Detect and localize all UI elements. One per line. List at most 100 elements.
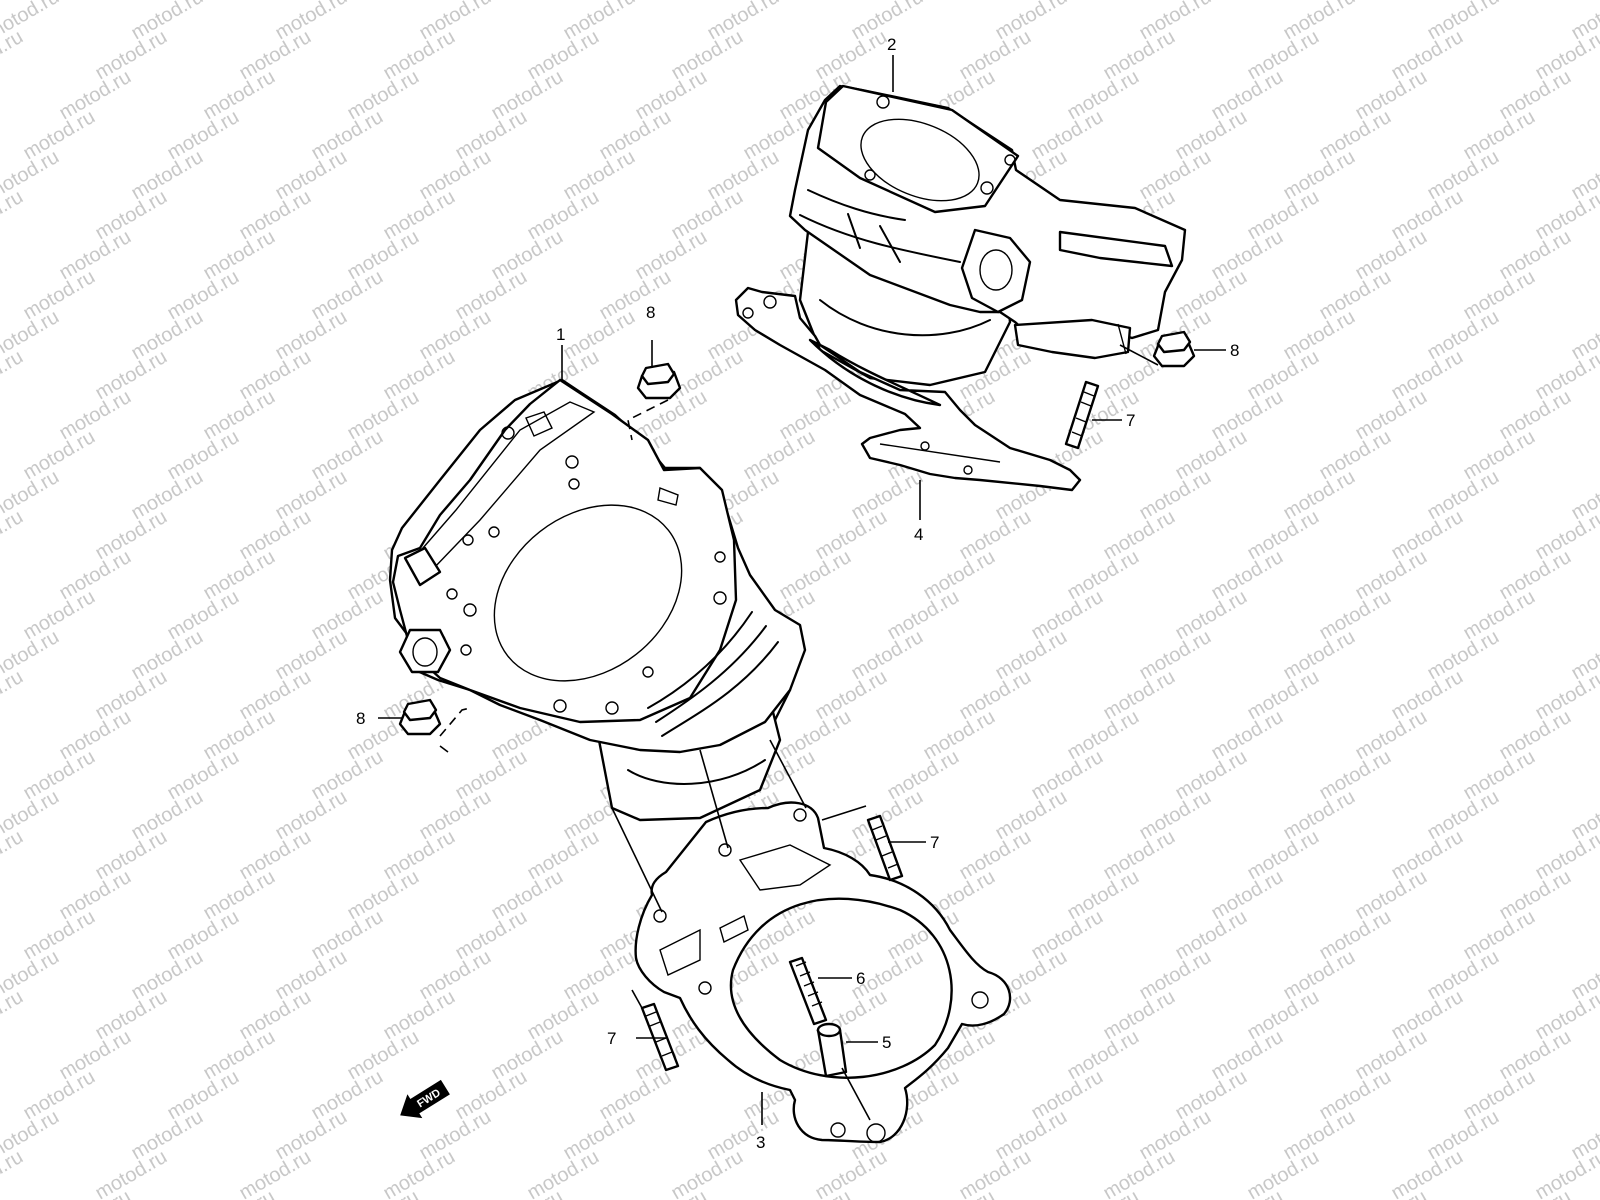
watermark-text: motod.ru [1424,146,1503,205]
stud-bolt-center [788,956,828,1026]
watermark-text: motod.ru [1064,1026,1143,1085]
watermark-text: motod.ru [1424,946,1503,1005]
watermark-text: motod.ru [1316,266,1395,325]
watermark-text: motod.ru [848,466,927,525]
assembly-lines [439,344,1159,1121]
watermark-text: motod.ru [1136,626,1215,685]
watermark-text: motod.ru [776,386,855,445]
watermark-text: motod.ru [1388,826,1467,885]
flange-nut-top [636,362,682,400]
watermark-text: motod.ru [1460,586,1539,645]
watermark-text: motod.ru [416,786,495,845]
stud-bolt-upper-right [1064,380,1100,450]
watermark-text: motod.ru [1496,706,1575,765]
watermark-text: motod.ru [1208,866,1287,925]
watermark-text: motod.ru [20,1066,99,1125]
watermark-text: motod.ru [416,1106,495,1165]
watermark-text: motod.ru [236,186,315,245]
callout-4: 4 [914,525,923,544]
front-cylinder [388,378,807,822]
watermark-text: motod.ru [236,666,315,725]
watermark-text: motod.ru [812,1146,891,1200]
callout-labels: 1 2 3 4 5 6 7 7 7 8 8 8 [356,35,1239,1152]
watermark-text: motod.ru [1172,906,1251,965]
watermark-text: motod.ru [1208,226,1287,285]
watermark-text: motod.ru [20,746,99,805]
callout-7-lower: 7 [607,1029,616,1048]
watermark-text: motod.ru [236,986,315,1045]
watermark-text: motod.ru [20,906,99,965]
watermark-text: motod.ru [272,946,351,1005]
watermark-text: motod.ru [380,1146,459,1200]
watermark-text: motod.ru [1028,906,1107,965]
callout-5: 5 [882,1033,891,1052]
callout-7-upper: 7 [1126,411,1135,430]
watermark-text: motod.ru [92,986,171,1045]
watermark-text: motod.ru [1460,266,1539,325]
watermark-text: motod.ru [92,186,171,245]
watermark-text: motod.ru [92,1146,171,1200]
watermark-text: motod.ru [236,346,315,405]
watermark-text: motod.ru [1136,1106,1215,1165]
watermark-text: motod.ru [344,66,423,125]
watermark-text: motod.ru [560,146,639,205]
watermark-text: motod.ru [380,346,459,405]
watermark-text: motod.ru [488,66,567,125]
watermark-text: motod.ru [920,706,999,765]
watermark-text: motod.ru [1208,66,1287,125]
watermark-text: motod.ru [308,1066,387,1125]
watermark-text: motod.ru [200,66,279,125]
watermark-text: motod.ru [1244,986,1323,1045]
callout-6: 6 [856,969,865,988]
watermark-text: motod.ru [1100,666,1179,725]
watermark-text: motod.ru [1496,226,1575,285]
watermark-text: motod.ru [1424,306,1503,365]
watermark-text: motod.ru [704,146,783,205]
watermark-text: motod.ru [380,26,459,85]
watermark-text: motod.ru [668,1146,747,1200]
watermark-text: motod.ru [668,186,747,245]
watermark-text: motod.ru [1244,26,1323,85]
callout-8-top: 8 [646,303,655,322]
watermark-text: motod.ru [812,26,891,85]
watermark-text: motod.ru [1244,1146,1323,1200]
watermark-text: motod.ru [20,426,99,485]
watermark-text: motod.ru [1172,426,1251,485]
watermark-text: motod.ru [1460,106,1539,165]
watermark-text: motod.ru [236,826,315,885]
rear-cylinder [788,84,1187,387]
watermark-text: motod.ru [380,826,459,885]
watermark-text: motod.ru [1352,546,1431,605]
watermark-text: motod.ru [1100,26,1179,85]
watermark-text: motod.ru [1208,706,1287,765]
watermark-text: motod.ru [56,386,135,445]
watermark-text: motod.ru [128,306,207,365]
callout-7-middle: 7 [930,833,939,852]
watermark-text: motod.ru [416,946,495,1005]
watermark-text: motod.ru [1100,506,1179,565]
watermark-text: motod.ru [632,66,711,125]
watermark-text: motod.ru [1316,586,1395,645]
watermark-text: motod.ru [0,506,27,565]
watermark-text: motod.ru [1352,226,1431,285]
watermark-text: motod.ru [1280,786,1359,845]
watermark-text: motod.ru [128,146,207,205]
watermark-text: motod.ru [596,266,675,325]
watermark-text: motod.ru [848,626,927,685]
watermark-text: motod.ru [488,226,567,285]
watermark-text: motod.ru [596,106,675,165]
watermark-text: motod.ru [344,386,423,445]
watermark-text: motod.ru [1280,306,1359,365]
watermark-text: motod.ru [560,306,639,365]
watermark-text: motod.ru [1208,386,1287,445]
watermark-text: motod.ru [92,666,171,725]
watermark-text: motod.ru [1460,746,1539,805]
watermark-text: motod.ru [1172,106,1251,165]
watermark-text: motod.ru [1028,1066,1107,1125]
watermark-text: motod.ru [1496,386,1575,445]
watermark-text: motod.ru [272,306,351,365]
watermark-text: motod.ru [200,226,279,285]
watermark-text: motod.ru [416,306,495,365]
watermark-text: motod.ru [164,106,243,165]
